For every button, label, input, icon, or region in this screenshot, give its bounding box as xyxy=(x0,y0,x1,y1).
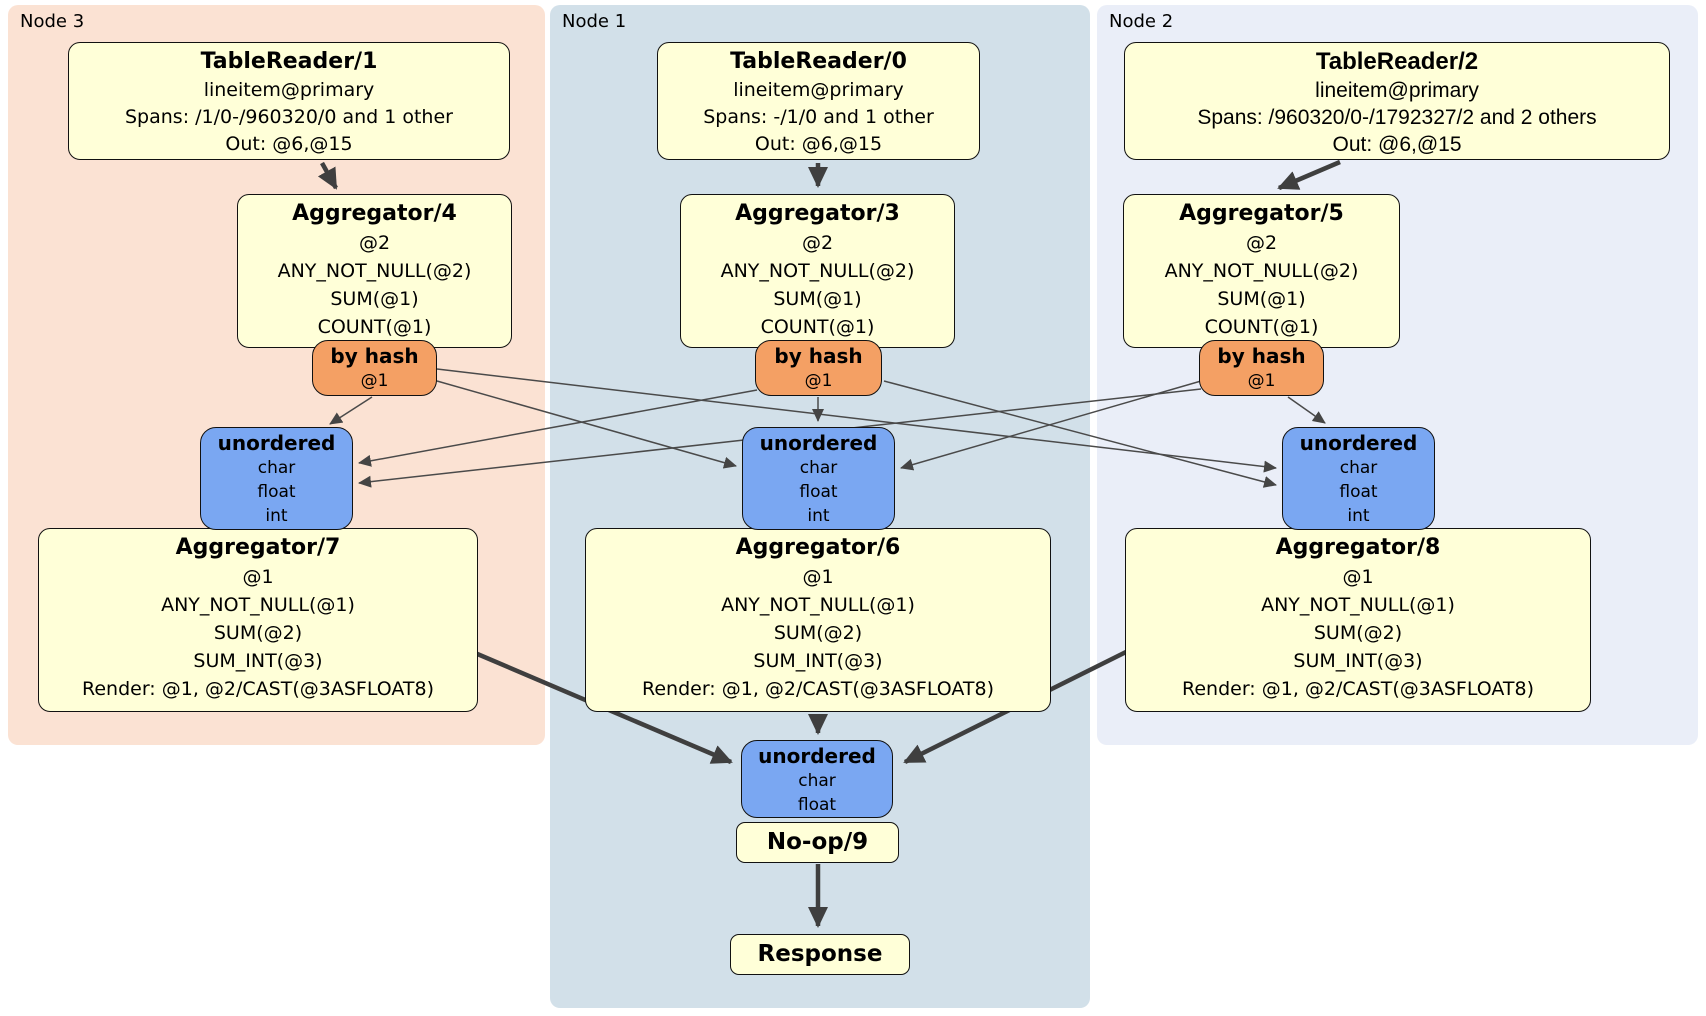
edge-reader1-to-agg4 xyxy=(317,161,338,190)
aggregator-6-title: Aggregator/6 xyxy=(735,535,901,560)
node2-label: Node 2 xyxy=(1109,11,1174,32)
aggregator-8-group: @1 xyxy=(1342,566,1374,588)
unordered-sync-1-type: char xyxy=(799,458,838,478)
tablereader-1-box: TableReader/1 lineitem@primary Spans: /1… xyxy=(68,42,510,160)
edge-hash3-to-sync2 xyxy=(436,368,1277,473)
unordered-sync-1: unordered char float int xyxy=(742,427,895,530)
aggregator-3-box: Aggregator/3 @2 ANY_NOT_NULL(@2) SUM(@1)… xyxy=(680,194,955,348)
tablereader-0-title: TableReader/0 xyxy=(730,49,907,74)
unordered-sync-1-type: float xyxy=(799,482,838,502)
node3-label: Node 3 xyxy=(20,11,85,32)
tablereader-2-out: Out: @6,@15 xyxy=(1332,133,1462,156)
aggregator-3-title: Aggregator/3 xyxy=(735,201,900,226)
aggregator-3-fn3: COUNT(@1) xyxy=(760,316,875,338)
unordered-sync-final-type: char xyxy=(798,771,836,791)
aggregator-5-title: Aggregator/5 xyxy=(1179,201,1344,226)
edge-hash1-to-sync2 xyxy=(883,380,1277,488)
hash-router-1: by hash @1 xyxy=(755,340,882,396)
unordered-sync-2-title: unordered xyxy=(1299,431,1418,455)
unordered-sync-2-type: float xyxy=(1339,482,1378,502)
unordered-sync-2: unordered char float int xyxy=(1282,427,1435,530)
aggregator-8-render: Render: @1, @2/CAST(@3ASFLOAT8) xyxy=(1182,678,1534,700)
edge-hash2-to-sync1 xyxy=(900,380,1202,471)
aggregator-7-title: Aggregator/7 xyxy=(175,535,341,560)
aggregator-3-fn1: ANY_NOT_NULL(@2) xyxy=(720,260,915,282)
tablereader-0-spans: Spans: -/1/0 and 1 other xyxy=(703,106,934,128)
tablereader-1-out: Out: @6,@15 xyxy=(225,133,353,155)
hash-router-1-title: by hash xyxy=(774,344,863,368)
aggregator-5-fn2: SUM(@1) xyxy=(1217,288,1306,310)
aggregator-6-render: Render: @1, @2/CAST(@3ASFLOAT8) xyxy=(642,678,994,700)
aggregator-8-title: Aggregator/8 xyxy=(1275,535,1441,560)
unordered-sync-2-type: int xyxy=(1347,506,1370,526)
tablereader-2-spans: Spans: /960320/0-/1792327/2 and 2 others xyxy=(1197,106,1597,129)
unordered-sync-3-title: unordered xyxy=(217,431,336,455)
hash-router-1-key: @1 xyxy=(804,371,833,391)
tablereader-0-box: TableReader/0 lineitem@primary Spans: -/… xyxy=(657,42,980,160)
unordered-sync-final: unordered char float xyxy=(741,740,893,818)
response-box: Response xyxy=(730,934,910,975)
aggregator-8-box: Aggregator/8 @1 ANY_NOT_NULL(@1) SUM(@2)… xyxy=(1125,528,1591,712)
unordered-sync-3-type: char xyxy=(257,458,296,478)
aggregator-3-group: @2 xyxy=(801,232,834,254)
hash-router-3-title: by hash xyxy=(330,344,419,368)
aggregator-7-render: Render: @1, @2/CAST(@3ASFLOAT8) xyxy=(82,678,434,700)
aggregator-7-fn3: SUM_INT(@3) xyxy=(193,650,323,672)
hash-router-2-key: @1 xyxy=(1247,371,1276,391)
unordered-sync-3: unordered char float int xyxy=(200,427,353,530)
tablereader-1-title: TableReader/1 xyxy=(200,49,378,74)
unordered-sync-1-title: unordered xyxy=(759,431,878,455)
aggregator-4-title: Aggregator/4 xyxy=(292,201,457,226)
aggregator-7-fn1: ANY_NOT_NULL(@1) xyxy=(161,594,355,616)
noop-box: No-op/9 xyxy=(736,822,899,863)
unordered-sync-3-type: int xyxy=(265,506,288,526)
aggregator-6-fn1: ANY_NOT_NULL(@1) xyxy=(721,594,915,616)
noop-title: No-op/9 xyxy=(766,829,869,855)
tablereader-0-out: Out: @6,@15 xyxy=(754,133,883,155)
aggregator-5-fn3: COUNT(@1) xyxy=(1204,316,1319,338)
unordered-sync-1-type: int xyxy=(807,506,830,526)
aggregator-6-group: @1 xyxy=(802,566,834,588)
unordered-sync-3-type: float xyxy=(257,482,296,502)
aggregator-6-fn2: SUM(@2) xyxy=(773,622,863,644)
unordered-sync-final-type: float xyxy=(797,795,837,815)
unordered-sync-2-type: char xyxy=(1339,458,1378,478)
tablereader-2-title: TableReader/2 xyxy=(1315,48,1479,75)
aggregator-4-fn2: SUM(@1) xyxy=(330,288,419,310)
hash-router-2-title: by hash xyxy=(1217,344,1306,368)
aggregator-7-fn2: SUM(@2) xyxy=(213,622,303,644)
edge-reader2-to-agg5 xyxy=(1277,159,1341,191)
aggregator-4-group: @2 xyxy=(358,232,391,254)
hash-router-3: by hash @1 xyxy=(312,340,437,396)
tablereader-1-index: lineitem@primary xyxy=(203,79,375,101)
aggregator-5-box: Aggregator/5 @2 ANY_NOT_NULL(@2) SUM(@1)… xyxy=(1123,194,1400,348)
node1-label: Node 1 xyxy=(562,11,627,32)
aggregator-8-fn2: SUM(@2) xyxy=(1313,622,1403,644)
edge-hash1-to-sync3 xyxy=(358,389,758,467)
edge-hash3-to-sync3 xyxy=(329,396,373,425)
tablereader-2-index: lineitem@primary xyxy=(1315,79,1479,102)
edge-hash2-to-sync2 xyxy=(1287,396,1326,424)
aggregator-6-box: Aggregator/6 @1 ANY_NOT_NULL(@1) SUM(@2)… xyxy=(585,528,1051,712)
tablereader-0-index: lineitem@primary xyxy=(733,79,904,101)
hash-router-3-key: @1 xyxy=(360,371,389,391)
aggregator-7-group: @1 xyxy=(242,566,274,588)
tablereader-1-spans: Spans: /1/0-/960320/0 and 1 other xyxy=(125,106,453,128)
aggregator-8-fn3: SUM_INT(@3) xyxy=(1293,650,1423,672)
aggregator-8-fn1: ANY_NOT_NULL(@1) xyxy=(1261,594,1455,616)
aggregator-4-box: Aggregator/4 @2 ANY_NOT_NULL(@2) SUM(@1)… xyxy=(237,194,512,348)
edge-hash3-to-sync1 xyxy=(436,380,737,469)
unordered-sync-final-title: unordered xyxy=(758,744,876,768)
aggregator-3-fn2: SUM(@1) xyxy=(773,288,862,310)
hash-router-2: by hash @1 xyxy=(1199,340,1324,396)
aggregator-5-fn1: ANY_NOT_NULL(@2) xyxy=(1164,260,1359,282)
aggregator-4-fn3: COUNT(@1) xyxy=(317,316,432,338)
tablereader-2-box: TableReader/2 lineitem@primary Spans: /9… xyxy=(1124,42,1670,160)
response-title: Response xyxy=(757,941,883,967)
aggregator-4-fn1: ANY_NOT_NULL(@2) xyxy=(277,260,472,282)
aggregator-6-fn3: SUM_INT(@3) xyxy=(753,650,883,672)
aggregator-5-group: @2 xyxy=(1245,232,1278,254)
aggregator-7-box: Aggregator/7 @1 ANY_NOT_NULL(@1) SUM(@2)… xyxy=(38,528,478,712)
